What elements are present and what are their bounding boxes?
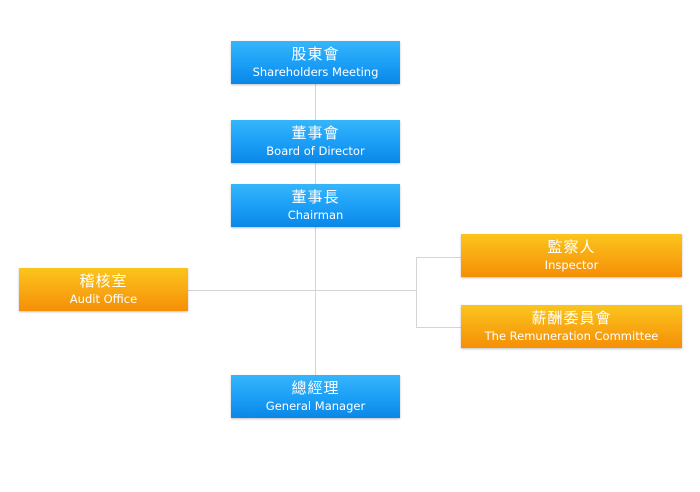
node-title-zh: 董事會 <box>291 124 340 143</box>
node-title-zh: 股東會 <box>291 45 340 64</box>
connector-to-remuneration <box>416 327 461 328</box>
node-title-en: Shareholders Meeting <box>252 64 379 79</box>
connector-main-vertical <box>315 84 316 376</box>
node-board-of-director: 董事會 Board of Director <box>231 120 400 163</box>
node-title-en: Board of Director <box>266 143 365 158</box>
node-title-zh: 稽核室 <box>79 272 128 291</box>
node-title-zh: 董事長 <box>291 188 340 207</box>
node-title-en: General Manager <box>265 398 366 413</box>
node-title-zh: 總經理 <box>291 379 340 398</box>
node-general-manager: 總經理 General Manager <box>231 375 400 418</box>
node-chairman: 董事長 Chairman <box>231 184 400 227</box>
node-remuneration-committee: 薪酬委員會 The Remuneration Committee <box>461 305 682 348</box>
node-title-zh: 監察人 <box>547 238 596 257</box>
node-title-en: Chairman <box>287 207 344 222</box>
node-audit-office: 稽核室 Audit Office <box>19 268 188 311</box>
node-title-en: The Remuneration Committee <box>484 328 659 343</box>
node-shareholders-meeting: 股東會 Shareholders Meeting <box>231 41 400 84</box>
node-title-zh: 薪酬委員會 <box>531 309 612 328</box>
connector-horizontal <box>188 290 417 291</box>
node-title-en: Inspector <box>544 257 599 272</box>
connector-right-vertical <box>416 257 417 328</box>
connector-to-inspector <box>416 257 461 258</box>
node-title-en: Audit Office <box>69 291 138 306</box>
node-inspector: 監察人 Inspector <box>461 234 682 277</box>
